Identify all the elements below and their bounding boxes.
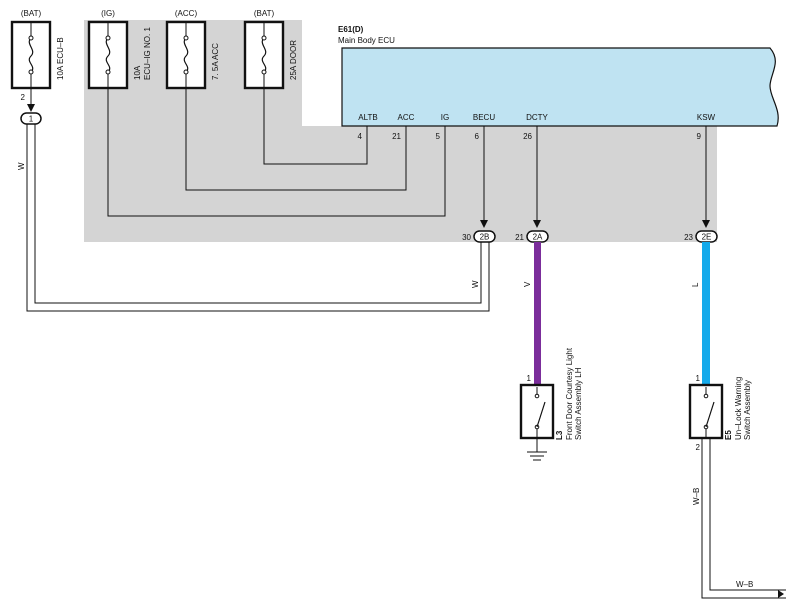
fuse-label-ecu-b: 10A ECU–B	[56, 37, 65, 80]
pin-name-dcty: DCTY	[526, 113, 548, 122]
pin-number-dcty: 26	[523, 132, 532, 141]
wire-wb-outer	[701, 438, 786, 599]
pin-name-acc: ACC	[398, 113, 415, 122]
wire-acc-to-acc	[185, 74, 407, 191]
switch-l3-code: L3	[555, 430, 564, 440]
wire-v-violet	[534, 242, 541, 385]
connector-2b-pin: 30	[462, 233, 471, 242]
arrow-connector-1	[27, 104, 35, 112]
switch-e5-pin-top: 1	[696, 374, 701, 383]
fuse-label-ecu-ig-bottom: ECU–IG NO. 1	[143, 27, 152, 80]
connector-2e-id: 2E	[702, 233, 712, 242]
connector-2e-pin: 23	[684, 233, 693, 242]
pin-number-ksw: 9	[697, 132, 702, 141]
pin-number-acc: 21	[392, 132, 401, 141]
fuse-10a-ecu-b	[10, 20, 52, 90]
pin-name-ksw: KSW	[697, 113, 716, 122]
power-label-acc: (ACC)	[175, 9, 198, 18]
ecu-name: Main Body ECU	[338, 36, 395, 45]
wire-label-wb-vertical: W–B	[692, 488, 701, 505]
wire-w-outer	[26, 124, 490, 312]
power-label-ig: (IG)	[101, 9, 115, 18]
power-label-bat-1: (BAT)	[21, 9, 42, 18]
power-label-bat-2: (BAT)	[254, 9, 275, 18]
main-body-ecu-box	[341, 47, 779, 127]
switch-l3	[519, 383, 555, 440]
pin-number-becu: 6	[475, 132, 480, 141]
wire-label-w-mid: W	[471, 280, 480, 288]
pin-name-becu: BECU	[473, 113, 495, 122]
connector-2b	[473, 230, 496, 243]
connector-1-pin: 2	[21, 93, 26, 102]
wire-label-w-left: W	[17, 162, 26, 170]
fuse-label-door: 25A DOOR	[289, 40, 298, 80]
pin-number-altb: 4	[358, 132, 363, 141]
pin-name-altb: ALTB	[358, 113, 377, 122]
ecu-shaded-area	[84, 20, 717, 242]
arrow-dcty	[533, 220, 541, 228]
connector-2a-id: 2A	[533, 233, 543, 242]
connector-1	[20, 112, 42, 125]
connector-1-id: 1	[29, 115, 34, 124]
switch-e5-code: E5	[724, 430, 733, 440]
switch-l3-name-2: Switch Assembly LH	[574, 367, 583, 440]
wire-w-inner	[34, 124, 482, 304]
wire-label-v: V	[523, 281, 532, 287]
connector-2b-id: 2B	[480, 233, 490, 242]
arrow-becu	[480, 220, 488, 228]
pin-name-ig: IG	[441, 113, 449, 122]
wire-door-to-altb	[263, 74, 368, 165]
switch-e5-name-1: Un–Lock Warning	[734, 377, 743, 440]
connector-2a-pin: 21	[515, 233, 524, 242]
switch-e5-name-2: Switch Assembly	[743, 380, 752, 440]
switch-l3-name-1: Front Door Courtesy Light	[565, 347, 574, 440]
switch-e5-pin-bottom: 2	[696, 443, 701, 452]
fuse-label-acc: 7. 5A ACC	[211, 43, 220, 80]
wire-ig-to-ig	[107, 74, 446, 217]
arrow-wb	[778, 590, 784, 598]
wire-label-l: L	[691, 282, 700, 287]
ecu-code: E61(D)	[338, 25, 364, 34]
ground-symbol	[527, 438, 547, 461]
switch-e5	[688, 383, 724, 440]
arrow-ksw	[702, 220, 710, 228]
wire-l-blue	[702, 242, 710, 385]
wire-label-wb-bottom: W–B	[736, 580, 753, 589]
wire-wb-inner	[709, 438, 786, 591]
pin-number-ig: 5	[436, 132, 441, 141]
switch-l3-pin: 1	[527, 374, 532, 383]
fuse-label-ecu-ig-top: 10A	[133, 65, 142, 80]
